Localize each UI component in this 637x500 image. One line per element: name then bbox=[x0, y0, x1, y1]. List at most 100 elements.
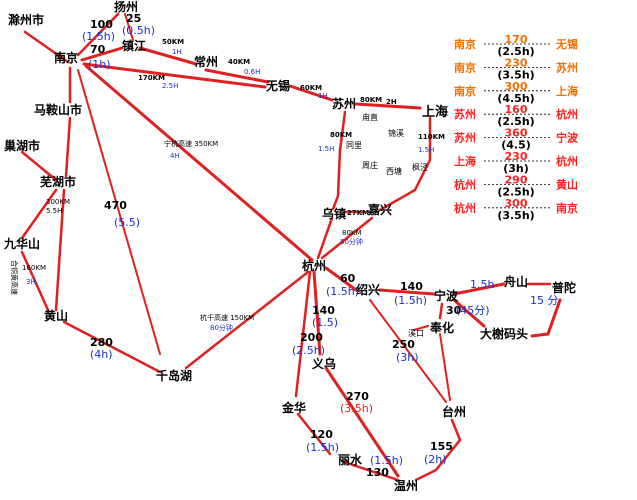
town-jinxi: 锦溪 bbox=[388, 128, 404, 138]
label-jhs-hs-km: 160KM bbox=[22, 264, 46, 272]
road-zhenjiang-yangzhou bbox=[124, 13, 134, 41]
label-nb-zs-time2: (45分) bbox=[456, 304, 490, 317]
road-ningbo-fenghua bbox=[438, 302, 444, 320]
label-sz-sh-km: 80KM bbox=[360, 96, 382, 104]
label-nb-fh-km: 30 bbox=[446, 304, 462, 317]
legend-time: (3.5h) bbox=[497, 68, 534, 81]
city-fenghua: 奉化 bbox=[429, 320, 454, 335]
road-chaohu-wuhu bbox=[20, 150, 58, 182]
city-shanghai: 上海 bbox=[422, 104, 448, 120]
legend-time: (2.5h) bbox=[497, 185, 534, 198]
legend-to-city: 杭州 bbox=[556, 107, 578, 121]
city-yangzhou: 扬州 bbox=[114, 0, 138, 14]
legend-distance: 300 bbox=[505, 80, 528, 93]
legend-row: 杭州 290(2.5h) 黄山 bbox=[454, 173, 578, 198]
city-huangshan: 黄山 bbox=[44, 308, 68, 323]
legend-time: (4.5) bbox=[501, 139, 531, 152]
city-lishui: 丽水 bbox=[338, 452, 363, 467]
label-tz-wz-time: (2h) bbox=[424, 453, 447, 466]
label-hs-qdh-km: 280 bbox=[90, 336, 113, 349]
road-nanjing-yangzhou bbox=[76, 12, 120, 57]
label-tz-wz-km: 155 bbox=[430, 440, 453, 453]
road-ningbo-zhoushan bbox=[452, 282, 506, 296]
label-wx-sz-km: 60KM bbox=[300, 84, 322, 92]
label-nj-wx-time: 2.5H bbox=[162, 82, 178, 90]
label-nj-hz-time: 4H bbox=[170, 152, 180, 160]
city-wuzhen: 乌镇 bbox=[322, 206, 346, 221]
road-changzhou-wuxi bbox=[204, 68, 270, 84]
label-hz-sx-time: (1.5h) bbox=[326, 285, 359, 298]
road-jinhua-lishui bbox=[296, 412, 332, 456]
label-zj-yz-km: 25 bbox=[126, 12, 141, 25]
road-hangzhou-qiandaohu bbox=[184, 270, 310, 370]
label-zj-yz-time: (0.5h) bbox=[122, 24, 155, 37]
town-tongli: 同里 bbox=[346, 141, 362, 150]
city-chuzhou: 滁州市 bbox=[8, 12, 44, 27]
legend-to-city: 宁波 bbox=[556, 131, 579, 145]
legend-distance: 230 bbox=[505, 150, 528, 163]
legend-time: (2.5h) bbox=[497, 45, 534, 58]
legend-time: (2.5h) bbox=[497, 115, 534, 128]
label-sh-jx-time: 1.5H bbox=[418, 146, 434, 154]
city-qiandaohu: 千岛湖 bbox=[156, 368, 192, 383]
legend-from-city: 苏州 bbox=[454, 131, 476, 145]
label-hz-jh-time: (2.5h) bbox=[292, 344, 325, 357]
label-cz-wx-km: 40KM bbox=[228, 58, 250, 66]
label-hz-qdh-road: 杭千高速 150KM bbox=[200, 313, 254, 322]
legend-from-city: 南京 bbox=[454, 60, 476, 74]
legend-from-city: 杭州 bbox=[454, 201, 476, 215]
legend-row: 苏州 360(4.5) 宁波 bbox=[454, 127, 579, 152]
legend-distance: 300 bbox=[505, 197, 528, 210]
city-wenzhou: 温州 bbox=[394, 479, 418, 493]
legend-time: (3.5h) bbox=[497, 209, 534, 222]
town-luzhi: 甪直 bbox=[362, 112, 378, 122]
city-maanshan: 马鞍山市 bbox=[34, 102, 82, 117]
label-jh-ls-km: 120 bbox=[310, 428, 333, 441]
legend-to-city: 苏州 bbox=[556, 60, 578, 74]
road-nanjing-hangzhou bbox=[84, 64, 314, 262]
legend-from-city: 南京 bbox=[454, 37, 476, 51]
label-nj-zj-time: (1h) bbox=[88, 58, 111, 71]
city-zhenjiang: 镇江 bbox=[122, 38, 146, 53]
label-hz-yw-km: 140 bbox=[312, 304, 335, 317]
road-suzhou-shanghai bbox=[354, 102, 422, 110]
road-jiaxing-hangzhou bbox=[320, 216, 374, 260]
legend-distance: 160 bbox=[505, 103, 528, 116]
legend-from-city: 苏州 bbox=[454, 107, 476, 121]
label-hz-wz-km: 80KM bbox=[342, 229, 362, 237]
label-sh-jx-km: 110KM bbox=[418, 133, 445, 141]
town-fengjing: 枫泾 bbox=[412, 162, 428, 172]
city-wuhu: 芜湖市 bbox=[40, 174, 76, 189]
label-zs-pt-time: 15 分 bbox=[530, 294, 559, 307]
label-nj-hz-road: 宁杭高速 350KM bbox=[164, 139, 218, 148]
road-shaoxing-ningbo bbox=[378, 288, 436, 296]
label-nj-qdh-km: 470 bbox=[104, 199, 127, 212]
label-jh-ls-time: (1.5h) bbox=[306, 441, 339, 454]
legend-to-city: 南京 bbox=[556, 201, 578, 215]
legend-to-city: 无锡 bbox=[555, 37, 578, 51]
legend-to-city: 黄山 bbox=[556, 177, 578, 191]
city-jinhua: 金华 bbox=[281, 400, 306, 415]
road-wuhu-jiuhuashan bbox=[20, 188, 58, 240]
legend-from-city: 杭州 bbox=[454, 177, 476, 191]
label-yw-wz-time: (3.5h) bbox=[340, 402, 373, 415]
legend-distance: 360 bbox=[505, 127, 528, 140]
label-sz-wz-km: 80KM bbox=[330, 131, 352, 139]
city-jiuhuashan: 九华山 bbox=[3, 236, 40, 251]
road-network bbox=[20, 12, 562, 482]
label-sx-tz-time: (3h) bbox=[396, 351, 419, 364]
label-sx-tz-km: 250 bbox=[392, 338, 415, 351]
city-putuo: 普陀 bbox=[552, 280, 576, 295]
label-wx-sz-time: 1H bbox=[318, 92, 328, 100]
road-fenghua-taizhou bbox=[439, 333, 451, 401]
city-suzhou: 苏州 bbox=[332, 96, 356, 111]
road-nanjing-zhenjiang bbox=[80, 46, 124, 62]
water-town-labels: 周庄 甪直 锦溪 同里 西塘 枫泾 溪口 bbox=[346, 112, 428, 338]
legend-distance: 290 bbox=[505, 173, 528, 186]
town-xikou: 溪口 bbox=[408, 328, 424, 338]
